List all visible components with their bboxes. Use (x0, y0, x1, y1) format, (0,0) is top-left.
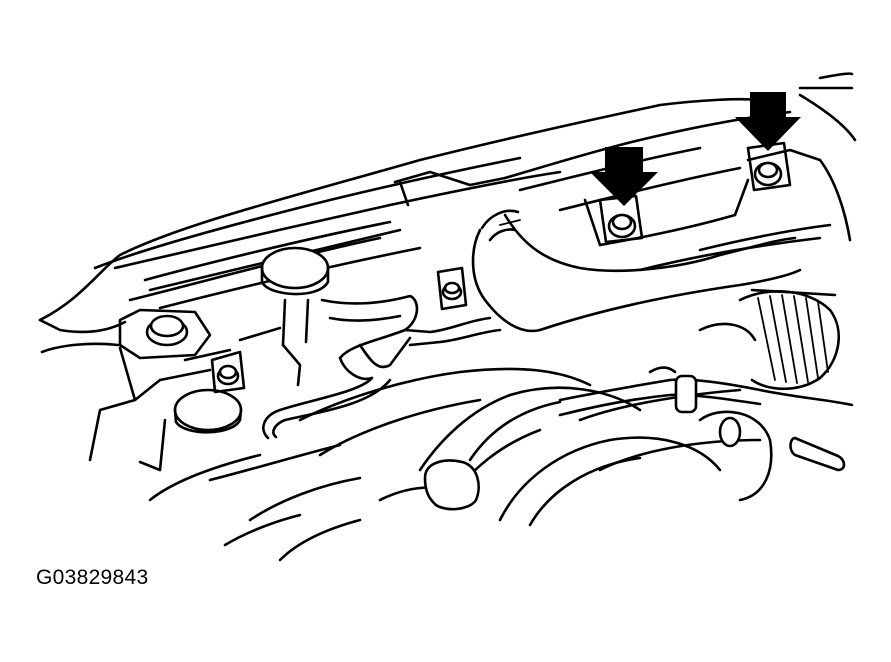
left-structure (88, 326, 442, 562)
bolt-target-2 (746, 141, 792, 192)
intake-hose (471, 209, 802, 333)
engine-head-cover (113, 110, 852, 310)
oil-filler-cap (260, 246, 330, 387)
right-bracket (698, 410, 846, 502)
hood-outline (38, 72, 857, 354)
intake-manifold (298, 367, 762, 527)
left-mount-bracket (118, 308, 212, 360)
figure-id-label: G03829843 (36, 566, 149, 589)
wiring-harness (558, 366, 854, 417)
vacuum-hoses (262, 294, 502, 440)
callout-arrow-1 (590, 147, 658, 206)
front-cap (423, 459, 480, 511)
bolt-left (210, 350, 246, 394)
reservoir-cap (173, 388, 243, 434)
bolt-center (436, 266, 468, 311)
alternator (698, 288, 841, 391)
callout-arrow-2 (735, 92, 801, 151)
